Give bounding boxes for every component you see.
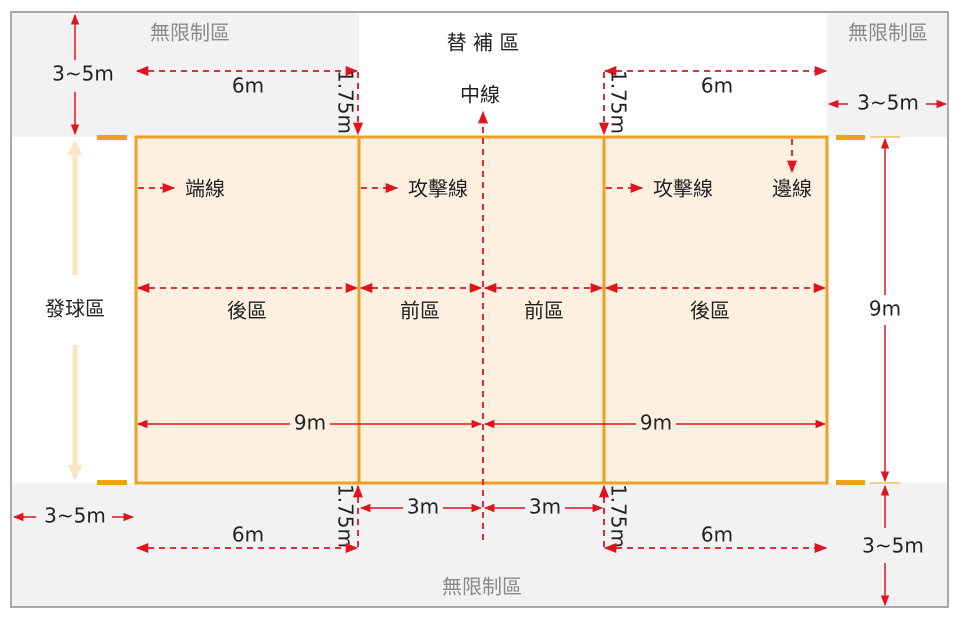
- dim-label: 1.75m: [334, 484, 358, 548]
- dim-label: 1.75m: [334, 70, 358, 134]
- dim-label: 3m: [407, 495, 439, 519]
- substitution-zone-label: 替 補 區: [447, 31, 520, 55]
- dim-label: 3~5m: [862, 534, 924, 558]
- area-label: 後區: [690, 299, 730, 323]
- serve-zone-mark: [836, 480, 865, 485]
- dim-label: 6m: [701, 523, 733, 547]
- dim-label: 3m: [529, 495, 561, 519]
- dim-label: 1.75m: [607, 70, 631, 134]
- dim-label: 6m: [701, 74, 733, 98]
- serving-zone-label: 發球區: [45, 297, 105, 321]
- outer-border: [10, 11, 949, 608]
- serve-zone-mark: [97, 135, 127, 140]
- dim-label: 3~5m: [857, 91, 919, 115]
- serve-zone-mark: [97, 480, 127, 485]
- free-zone-label: 無限制區: [150, 21, 230, 45]
- attack-line-label: 攻擊線: [408, 177, 468, 201]
- area-label: 前區: [524, 299, 564, 323]
- area-label: 前區: [400, 299, 440, 323]
- dim-label: 6m: [232, 523, 264, 547]
- dim-label: 9m: [294, 411, 326, 435]
- free-zone-label: 無限制區: [442, 575, 522, 599]
- dim-label: 3~5m: [52, 62, 114, 86]
- free-zone-label: 無限制區: [848, 21, 928, 45]
- dim-label: 3~5m: [44, 504, 106, 528]
- dim-label: 9m: [869, 297, 901, 321]
- side-line-label: 邊線: [772, 177, 812, 201]
- dim-label: 9m: [640, 411, 672, 435]
- serve-zone-mark: [836, 135, 865, 140]
- end-line-label: 端線: [185, 177, 225, 201]
- dim-label: 1.75m: [607, 484, 631, 548]
- free-zone-top-right: [827, 12, 948, 137]
- center-line-label: 中線: [460, 83, 500, 107]
- dim-label: 6m: [232, 74, 264, 98]
- attack-line-label: 攻擊線: [653, 177, 713, 201]
- area-label: 後區: [227, 299, 267, 323]
